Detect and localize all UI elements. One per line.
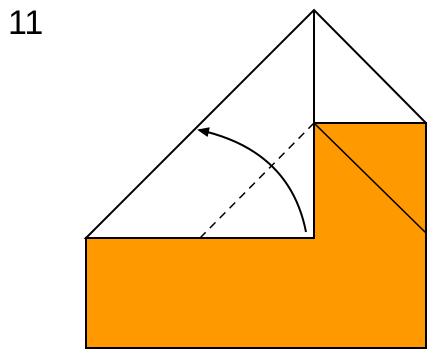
- orange-paper: [85, 122, 427, 349]
- diagonal-crease: [313, 122, 427, 234]
- step-number: 11: [8, 4, 44, 42]
- fold-arrow: [197, 127, 307, 233]
